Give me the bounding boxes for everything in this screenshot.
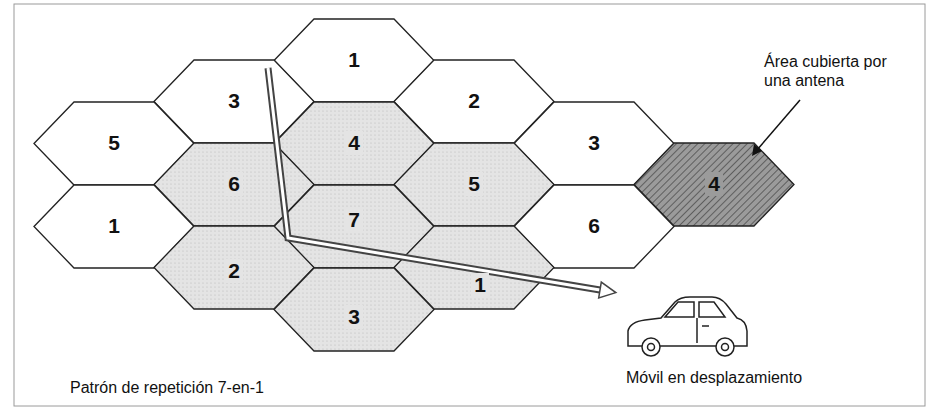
cell-number: 3 xyxy=(225,89,243,112)
cell-number: 7 xyxy=(345,208,363,231)
frame xyxy=(14,4,925,406)
cell-number: 1 xyxy=(345,48,363,71)
cell-number: 6 xyxy=(225,172,243,195)
cell-number: 4 xyxy=(345,131,363,154)
cell-number: 2 xyxy=(465,89,483,112)
cell-number: 6 xyxy=(585,214,603,237)
cell-number: 1 xyxy=(471,273,489,296)
vehicle-label: Móvil en desplazamiento xyxy=(626,368,802,387)
cell-number: 2 xyxy=(225,259,243,282)
cell-number: 4 xyxy=(705,172,723,195)
cell-number: 3 xyxy=(345,305,363,328)
antenna-note: Área cubierta por una antena xyxy=(764,52,904,90)
cell-number: 3 xyxy=(585,131,603,154)
leader-arrow xyxy=(752,100,800,156)
car-illustration xyxy=(628,297,747,356)
figure-caption: Patrón de repetición 7-en-1 xyxy=(70,378,264,397)
cell-hexagon: 3 xyxy=(274,268,434,351)
cell-number: 1 xyxy=(105,214,123,237)
cell-number: 5 xyxy=(105,131,123,154)
cell-number: 5 xyxy=(465,172,483,195)
